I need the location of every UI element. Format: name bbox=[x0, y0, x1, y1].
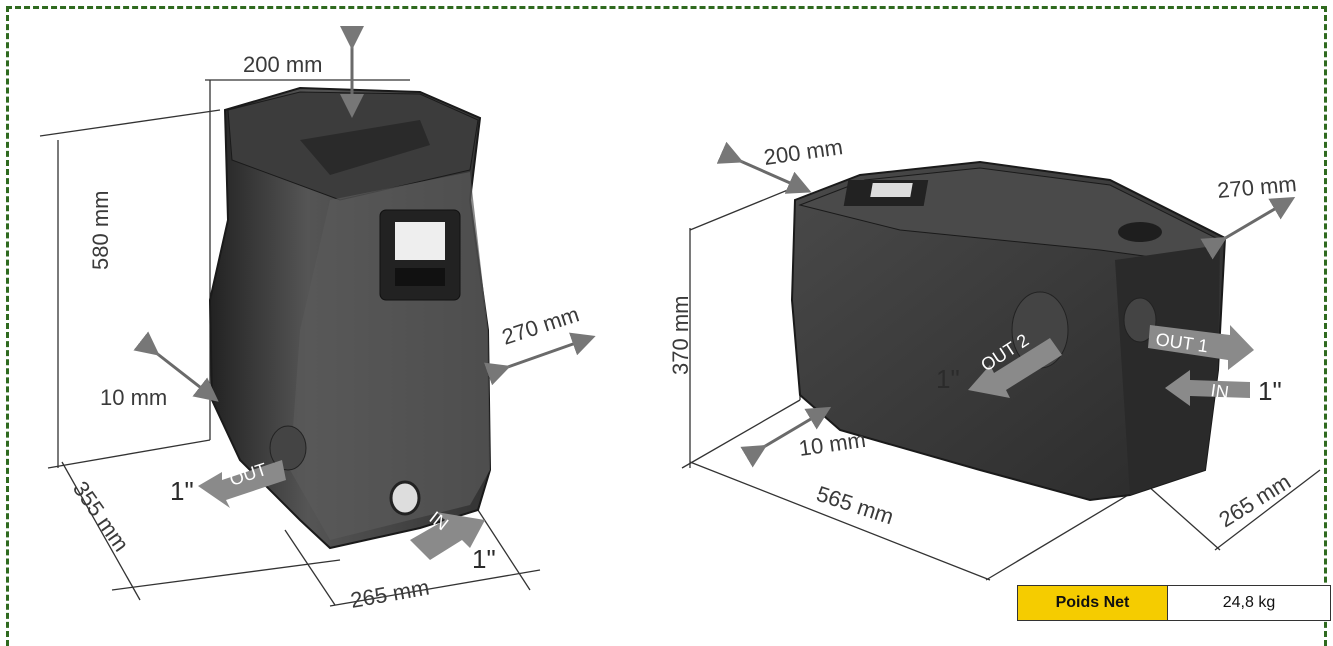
dashed-frame bbox=[6, 6, 1327, 646]
left-pump-lid-recess bbox=[300, 120, 430, 175]
right-length-label: 565 mm bbox=[813, 481, 896, 529]
left-inlet-arrow-icon bbox=[410, 512, 485, 560]
left-back-clearance-label: 10 mm bbox=[100, 385, 167, 410]
left-pump: OUT IN 200 mm 580 mm 270 mm 10 mm 355 mm… bbox=[39, 26, 596, 613]
spec-table: Poids Net 24,8 kg bbox=[1017, 585, 1331, 621]
left-inlet-size: 1" bbox=[472, 544, 496, 574]
net-weight-label: Poids Net bbox=[1017, 585, 1168, 621]
dimension-diagram: OUT IN 200 mm 580 mm 270 mm 10 mm 355 mm… bbox=[39, 26, 1321, 613]
right-height-label: 370 mm bbox=[668, 296, 693, 375]
left-side-clearance-label: 270 mm bbox=[499, 301, 582, 349]
right-outlet2-arrow-icon bbox=[968, 338, 1062, 398]
left-dimension-lines bbox=[39, 79, 541, 607]
left-height-label: 580 mm bbox=[88, 191, 113, 270]
right-width-label: 265 mm bbox=[1214, 469, 1295, 532]
right-outlet2-size: 1" bbox=[936, 364, 960, 394]
net-weight-value: 24,8 kg bbox=[1167, 585, 1331, 621]
right-side-clearance-label: 270 mm bbox=[1216, 171, 1297, 203]
left-width-label: 265 mm bbox=[349, 575, 432, 613]
left-outlet-port bbox=[269, 425, 307, 471]
right-back-clearance-label: 10 mm bbox=[797, 427, 867, 461]
left-depth-label: 355 mm bbox=[68, 477, 134, 556]
left-keypad bbox=[395, 268, 445, 286]
right-pump: OUT 2 OUT 1 IN 200 mm 270 mm 370 mm 10 m… bbox=[668, 134, 1321, 581]
right-inlet-label: IN bbox=[1209, 380, 1230, 402]
left-outlet-size: 1" bbox=[170, 476, 194, 506]
right-outlet1-port bbox=[1123, 297, 1157, 343]
right-pump-side bbox=[1115, 245, 1220, 495]
right-top-port bbox=[1118, 222, 1162, 242]
left-inlet-port bbox=[389, 480, 421, 516]
right-display-screen bbox=[870, 183, 913, 197]
left-clearance-arrows bbox=[133, 26, 596, 402]
left-display-screen bbox=[395, 222, 445, 260]
spec-row: Poids Net 24,8 kg bbox=[1017, 585, 1331, 621]
right-outlet1-arrow-icon bbox=[1148, 325, 1254, 370]
right-clearance-arrows bbox=[716, 141, 1296, 468]
right-top-clearance-label: 200 mm bbox=[762, 134, 844, 170]
right-inlet-size: 1" bbox=[1258, 376, 1282, 406]
left-outlet-arrow-icon bbox=[198, 460, 286, 508]
right-inlet-arrow-icon bbox=[1165, 370, 1250, 406]
left-top-clearance-label: 200 mm bbox=[243, 52, 322, 77]
